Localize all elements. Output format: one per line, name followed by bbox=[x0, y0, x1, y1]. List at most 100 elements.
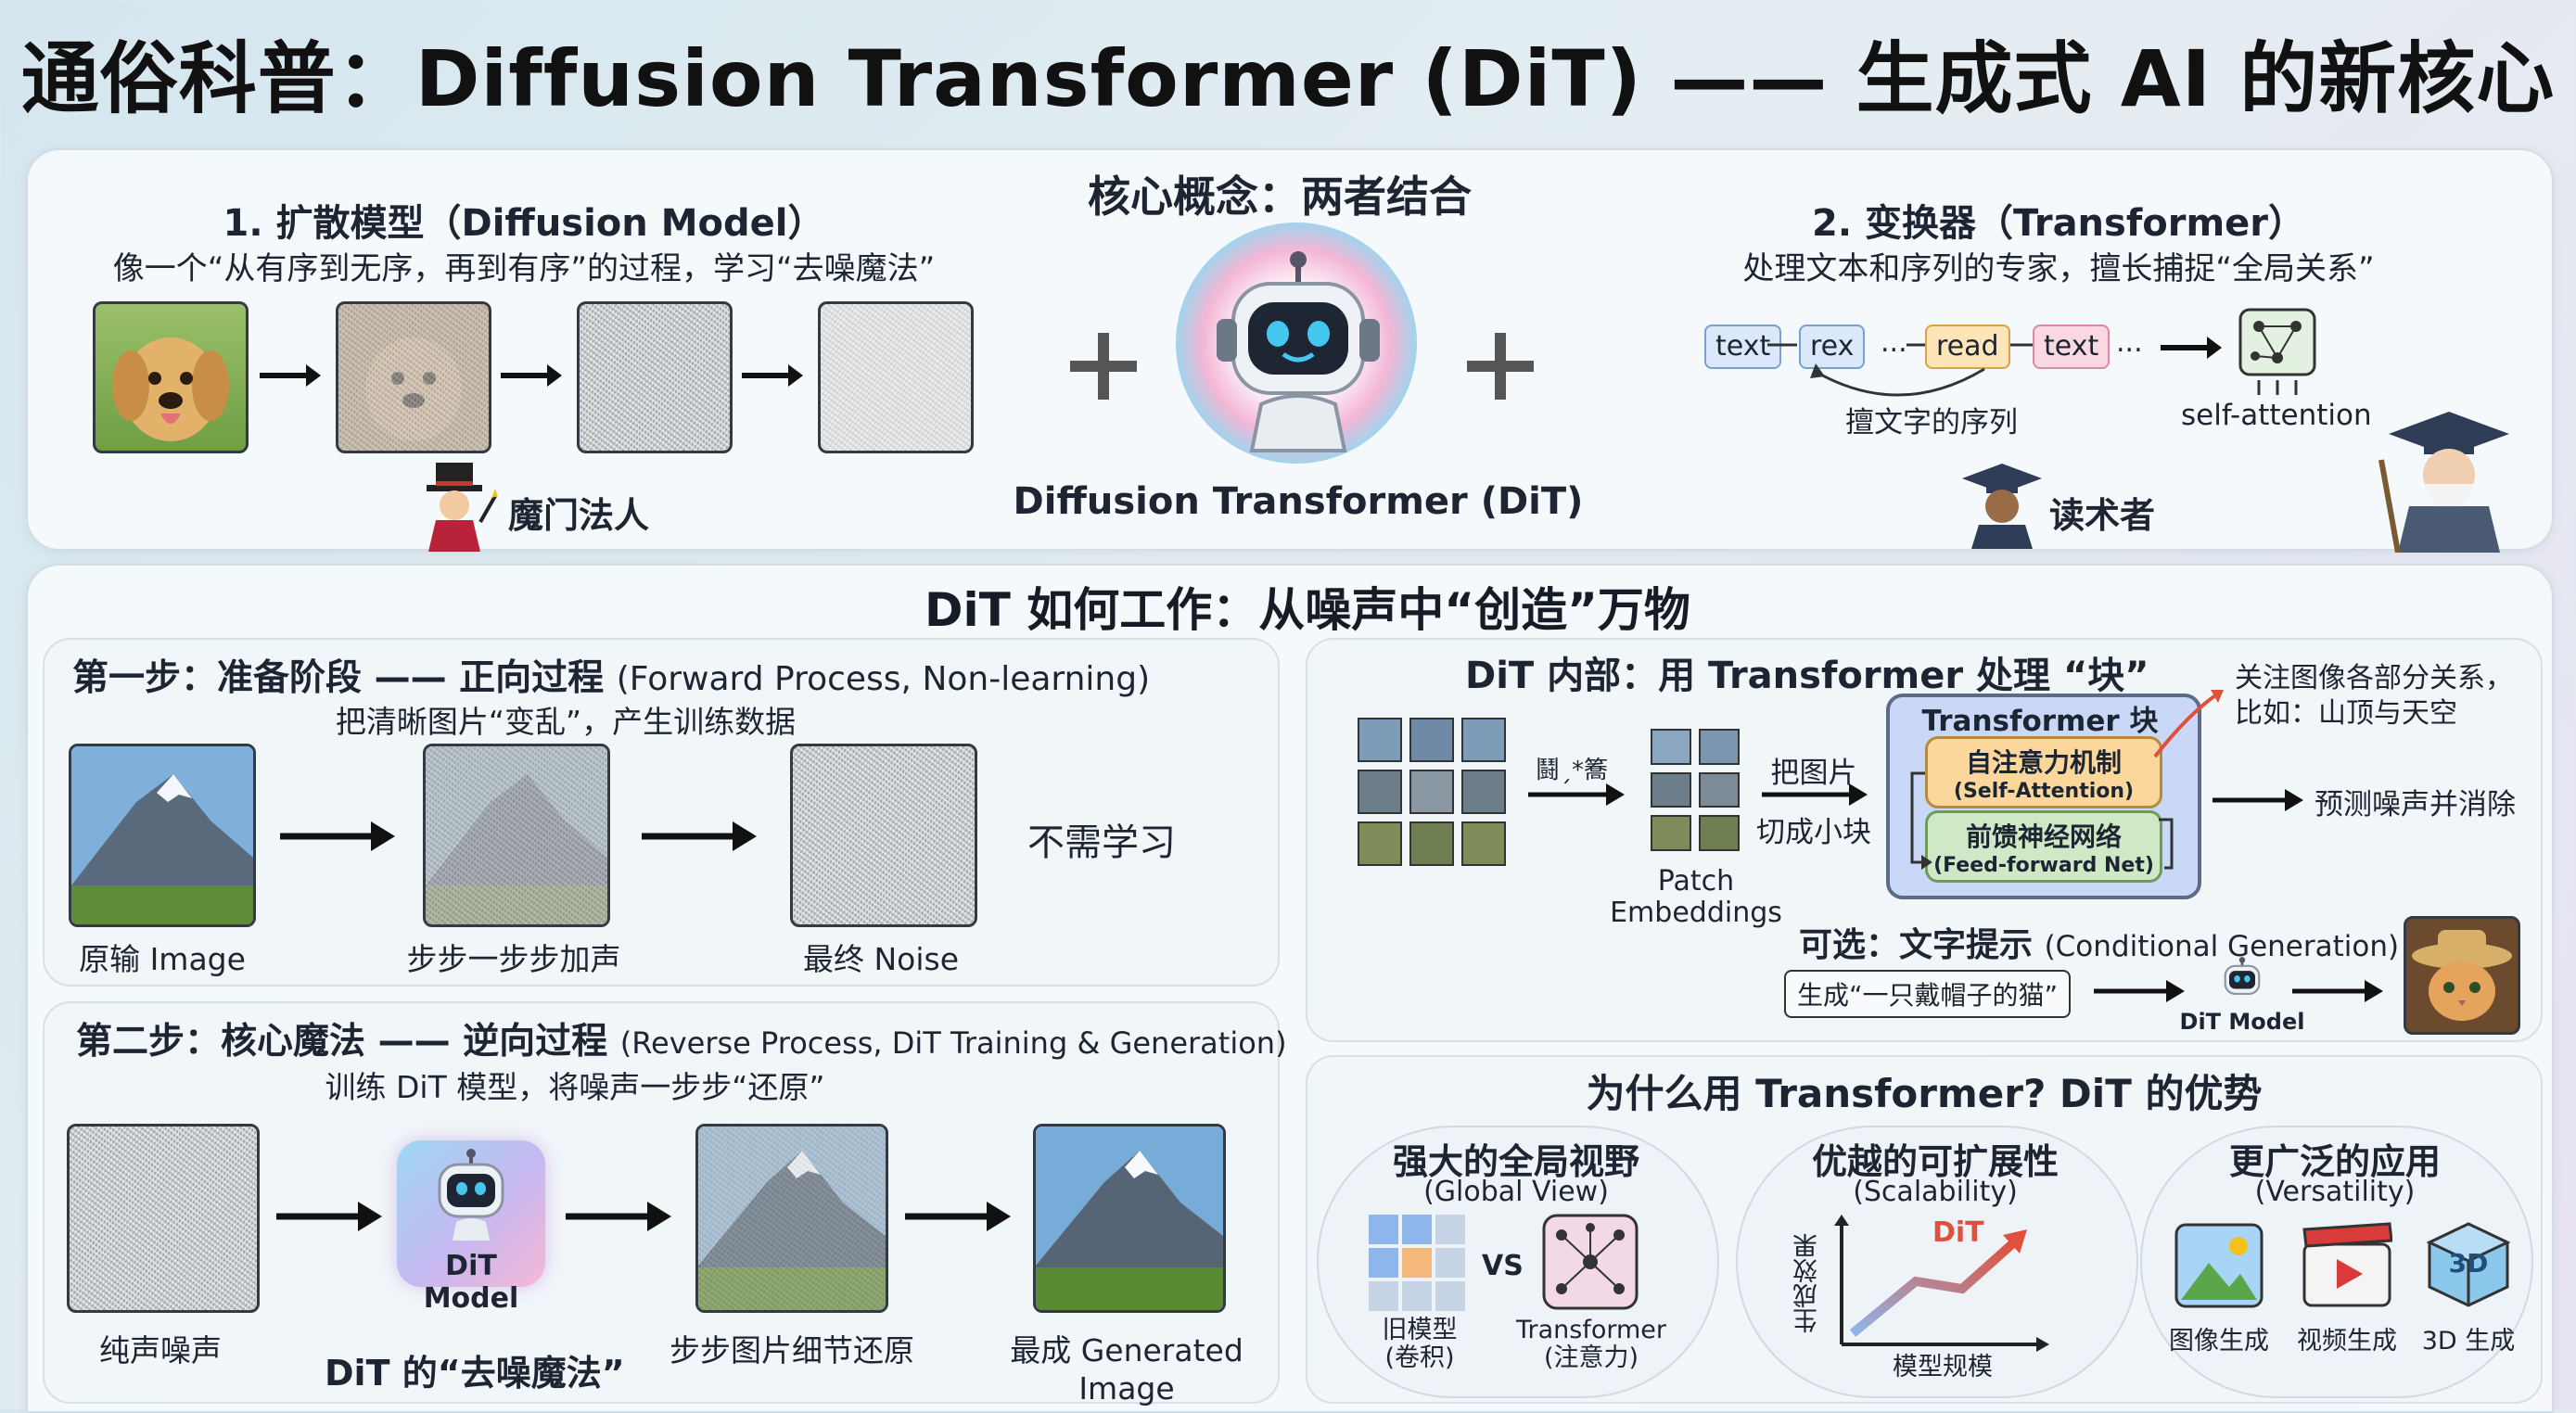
scalability-circle bbox=[1736, 1126, 2138, 1398]
token-read: read bbox=[1925, 325, 2010, 369]
step2-heading-cn: 第二步：核心魔法 —— 逆向过程 bbox=[76, 1021, 608, 1063]
why-heading: 为什么用 Transformer? DiT 的优势 bbox=[1586, 1071, 2263, 1116]
professor-icon bbox=[2378, 412, 2509, 553]
attention-note-2: 比如：山顶与天空 bbox=[2235, 697, 2457, 730]
step1-label-adding: 步步一步步加声 bbox=[406, 941, 621, 977]
token-text-2: text bbox=[2033, 325, 2111, 369]
x-axis-label: 模型规模 bbox=[1893, 1353, 1993, 1381]
token-ellipsis: ... bbox=[2116, 326, 2143, 359]
step2-label-noise: 纯声噪声 bbox=[99, 1332, 222, 1368]
step2-label-generated: 最成 Generated Image bbox=[1010, 1332, 1243, 1407]
patch-embeddings-text: Patch Embeddings bbox=[1610, 865, 1782, 929]
image-gen-icon bbox=[2174, 1223, 2264, 1308]
cut-label-1: 把图片 bbox=[1770, 757, 1857, 790]
transformer-heading: 2. 变换器（Transformer） bbox=[1812, 202, 2305, 245]
transformer-block-title: Transformer 块 bbox=[1921, 705, 2159, 738]
mountain-photo bbox=[69, 744, 256, 927]
dit-model-label: DiT Model bbox=[423, 1250, 519, 1315]
token-text: text bbox=[1704, 325, 1782, 369]
feedforward-box: 前馈神经网络 (Feed-forward Net) bbox=[1925, 810, 2162, 883]
how-heading: DiT 如何工作：从噪声中“创造”万物 bbox=[925, 583, 1690, 637]
arrow-icon bbox=[280, 821, 395, 851]
conditional-heading-en: (Conditional Generation) bbox=[2044, 930, 2400, 963]
no-learning-note: 不需学习 bbox=[1027, 821, 1176, 864]
arrow-icon bbox=[260, 364, 321, 387]
self-attention-en: (Self-Attention) bbox=[1953, 780, 2135, 803]
step1-heading-en: (Forward Process, Non-learning) bbox=[616, 660, 1151, 698]
sequence-label: 擅文字的序列 bbox=[1845, 406, 2018, 439]
robot-icon bbox=[1217, 251, 1380, 452]
app-video-gen: 视频生成 bbox=[2297, 1327, 2397, 1356]
mountain-icon bbox=[71, 746, 253, 924]
network-icon bbox=[2238, 308, 2316, 395]
token-connectors bbox=[1767, 343, 2033, 397]
pure-noise-square bbox=[67, 1124, 260, 1313]
arrow-icon bbox=[276, 1202, 382, 1231]
step1-label-noise: 最终 Noise bbox=[802, 941, 960, 977]
robot-icon bbox=[2224, 957, 2261, 995]
conditional-heading: 可选：文字提示 (Conditional Generation) bbox=[1799, 918, 2399, 966]
arrow-icon bbox=[2213, 789, 2303, 811]
robot-label: Diffusion Transformer (DiT) bbox=[1013, 480, 1584, 523]
attention-note-1: 关注图像各部分关系， bbox=[2235, 662, 2513, 694]
image-patch-grid bbox=[1358, 718, 1508, 866]
denoise-magic-label: DiT 的“去噪魔法” bbox=[325, 1353, 625, 1394]
token-rex: rex bbox=[1799, 325, 1866, 369]
plus-icon bbox=[1467, 333, 1534, 400]
attention-graph-icon bbox=[1542, 1214, 1639, 1310]
token-ellipsis: ... bbox=[1881, 326, 1907, 359]
cat-icon bbox=[2412, 930, 2512, 1021]
self-attention-box: 自注意力机制 (Self-Attention) bbox=[1925, 736, 2162, 808]
app-image-gen: 图像生成 bbox=[2169, 1327, 2269, 1356]
scalability-title: 优越的可扩展性 bbox=[1811, 1141, 2059, 1182]
magician-icon bbox=[427, 463, 498, 552]
step1-heading-cn: 第一步：准备阶段 —— 正向过程 bbox=[72, 657, 605, 699]
arrow-icon bbox=[2161, 337, 2222, 359]
cut-label-2: 切成小块 bbox=[1756, 816, 1871, 849]
step2-label-restoring: 步步图片细节还原 bbox=[670, 1332, 914, 1368]
dog-icon bbox=[112, 337, 229, 441]
core-heading: 核心概念：两者结合 bbox=[1088, 172, 1472, 222]
arrow-icon bbox=[1762, 783, 1868, 806]
arrow-icon bbox=[2292, 980, 2383, 1002]
step2-subtitle: 训练 DiT 模型，将噪声一步步“还原” bbox=[325, 1069, 825, 1105]
garbled-arrow-label: 鬪ˏ*簥 bbox=[1536, 757, 1609, 784]
transformer-attn-label: Transformer (注意力) bbox=[1508, 1317, 1675, 1372]
final-noise-square bbox=[790, 744, 977, 927]
page-title: 通俗科普：Diffusion Transformer (DiT) —— 生成式 … bbox=[20, 33, 2556, 124]
dog-photo bbox=[93, 301, 249, 453]
conditional-heading-cn: 可选：文字提示 bbox=[1799, 926, 2034, 964]
restoring-mountain-photo bbox=[695, 1124, 888, 1313]
mountain-icon bbox=[1036, 1127, 1223, 1310]
arrow-icon bbox=[2094, 980, 2185, 1002]
global-view-en: (Global View) bbox=[1423, 1176, 1609, 1208]
conv-label: 旧模型 (卷积) bbox=[1350, 1317, 1489, 1372]
robot-icon bbox=[438, 1149, 504, 1241]
cube-3d-text: 3D bbox=[2448, 1248, 2489, 1279]
step1-heading: 第一步：准备阶段 —— 正向过程 (Forward Process, Non-l… bbox=[72, 649, 1150, 701]
step2-heading-en: (Reverse Process, DiT Training & Generat… bbox=[619, 1025, 1287, 1061]
feedforward-en: (Feed-forward Net) bbox=[1933, 854, 2154, 877]
transformer-attn-text: Transformer (注意力) bbox=[1515, 1316, 1666, 1372]
global-view-title: 强大的全局视野 bbox=[1392, 1141, 1639, 1182]
step1-label-original: 原输 Image bbox=[79, 941, 246, 977]
arrow-icon bbox=[642, 821, 757, 851]
y-axis-label: 生成效果 bbox=[1793, 1233, 1822, 1333]
cond-dit-model-label: DiT Model bbox=[2179, 1009, 2305, 1035]
app-3d-gen: 3D 生成 bbox=[2421, 1327, 2516, 1356]
self-attention-cn: 自注意力机制 bbox=[1965, 747, 2122, 778]
feedforward-cn: 前馈神经网络 bbox=[1965, 821, 2122, 852]
noise-square bbox=[577, 301, 733, 453]
predict-noise-label: 预测噪声并消除 bbox=[2315, 788, 2516, 821]
diffusion-heading: 1. 扩散模型（Diffusion Model） bbox=[223, 202, 825, 245]
mountain-icon bbox=[698, 1127, 886, 1310]
generated-mountain-photo bbox=[1033, 1124, 1226, 1313]
block-loop-arrows bbox=[1910, 771, 2174, 870]
scholar-icon bbox=[1962, 464, 2042, 549]
arrow-icon bbox=[501, 364, 562, 387]
step1-subtitle: 把清晰图片“变乱”，产生训练数据 bbox=[335, 704, 797, 740]
noisy-dog-photo bbox=[336, 301, 491, 453]
patch-embeddings-label: Patch Embeddings bbox=[1599, 866, 1793, 929]
patch-embeddings bbox=[1651, 729, 1740, 851]
scholar-label: 读术者 bbox=[2049, 495, 2156, 536]
